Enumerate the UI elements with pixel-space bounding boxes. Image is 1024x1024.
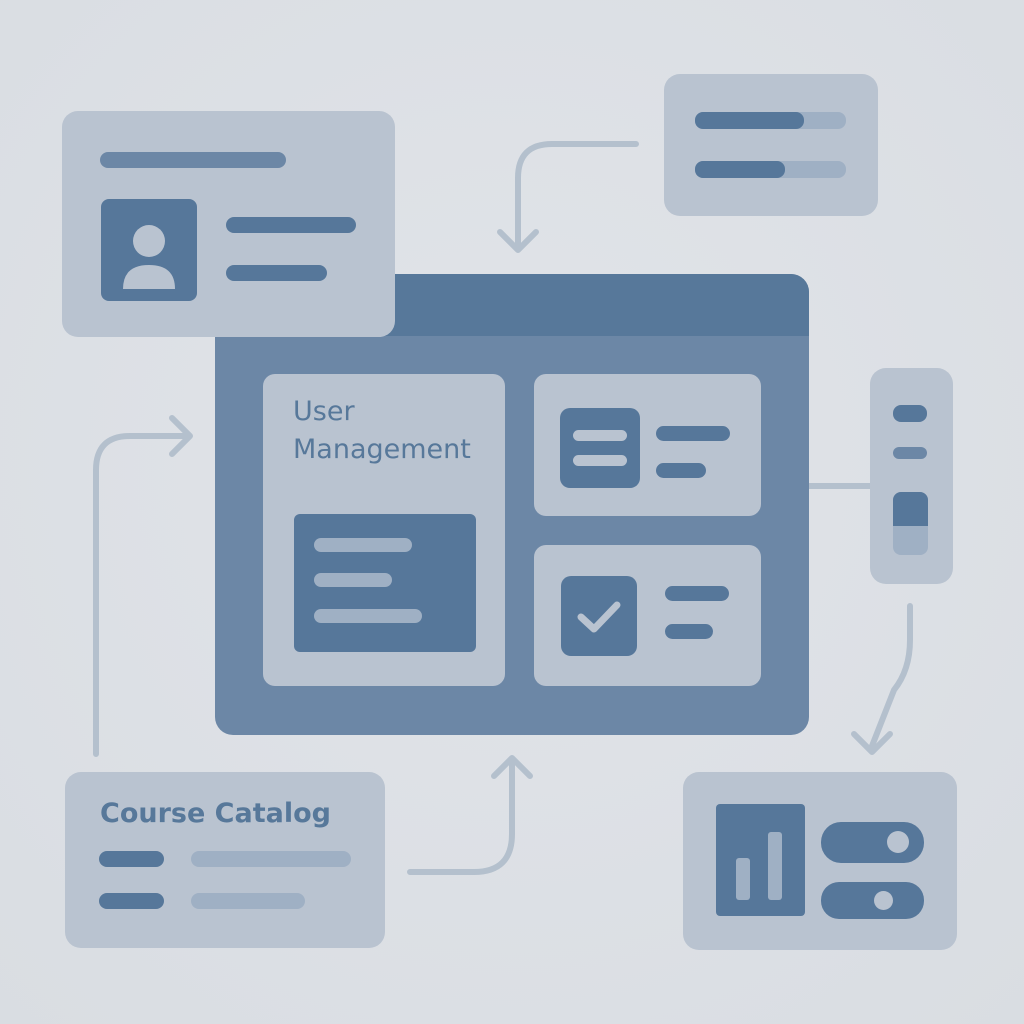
toggle-switch-icon[interactable]	[821, 882, 924, 919]
panel-title: Management	[293, 434, 471, 465]
list-icon-line	[573, 430, 627, 441]
user-avatar-icon	[101, 199, 197, 301]
arrowhead-up	[491, 755, 533, 779]
main-window: User Management	[215, 274, 809, 735]
text-line-placeholder	[191, 851, 351, 867]
side-control-pill[interactable]	[870, 368, 953, 584]
text-line-placeholder	[314, 573, 392, 587]
arrow-icon	[407, 761, 515, 875]
arrowhead-right	[169, 415, 193, 457]
arrowhead-down	[851, 731, 893, 755]
checkbox-check-icon[interactable]	[561, 576, 637, 656]
toggle-knob	[887, 831, 909, 853]
text-line-placeholder	[665, 624, 713, 639]
toggle-knob	[874, 891, 893, 910]
list-icon	[560, 408, 640, 488]
task-panel[interactable]	[534, 545, 761, 686]
tag-placeholder	[99, 893, 164, 909]
chart-bar	[768, 832, 782, 900]
text-line-placeholder	[314, 609, 422, 623]
progress-fill	[695, 112, 804, 129]
text-line-placeholder	[191, 893, 305, 909]
checkmark-glyph	[577, 601, 621, 633]
user-management-panel[interactable]: User Management	[263, 374, 505, 686]
text-line-placeholder	[226, 265, 327, 281]
slider-handle[interactable]	[893, 492, 928, 555]
text-line-placeholder	[656, 426, 730, 441]
progress-track	[695, 112, 846, 129]
profile-card[interactable]	[62, 111, 395, 337]
course-catalog-card[interactable]: Course Catalog	[65, 772, 385, 948]
title-line-placeholder	[100, 152, 286, 168]
text-line-placeholder	[656, 463, 706, 478]
progress-fill	[695, 161, 785, 178]
panel-title: User	[293, 396, 355, 427]
toggle-switch-icon[interactable]	[821, 822, 924, 863]
arrow-icon	[515, 141, 639, 249]
text-line-placeholder	[314, 538, 412, 552]
progress-track	[695, 161, 846, 178]
analytics-card[interactable]	[683, 772, 957, 950]
progress-card[interactable]	[664, 74, 878, 216]
text-line-placeholder	[226, 217, 356, 233]
slider-fill	[893, 492, 928, 526]
indicator-dash	[893, 405, 927, 422]
chart-bar	[736, 858, 750, 900]
arrowhead-down	[497, 229, 539, 253]
card-title: Course Catalog	[100, 798, 331, 829]
text-line-placeholder	[665, 586, 729, 601]
indicator-dash	[893, 447, 927, 459]
list-panel[interactable]	[534, 374, 761, 516]
bar-chart-icon	[716, 804, 805, 916]
arrow-icon	[93, 433, 189, 757]
arrow-icon	[869, 603, 913, 749]
list-icon-line	[573, 455, 627, 466]
avatar-glyph	[123, 225, 175, 289]
content-block	[294, 514, 476, 652]
tag-placeholder	[99, 851, 164, 867]
